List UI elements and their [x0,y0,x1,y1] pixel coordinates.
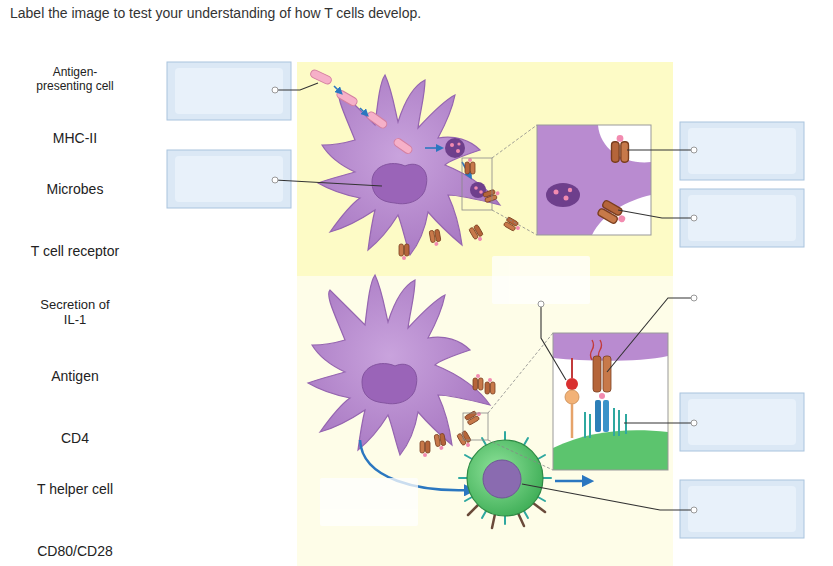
word-bank-term: MHC-II [5,130,145,146]
zoom-box [462,158,492,210]
word-bank-term: T helper cell [5,481,145,497]
zoom-box-2 [463,413,488,440]
vesicles [445,138,486,198]
antigen-presenting-cell [318,75,500,255]
t-helper-cell [459,432,551,528]
word-bank-term: CD4 [5,430,145,446]
word-bank-term: Secretion of IL-1 [32,298,118,328]
answer-boxes [167,62,804,538]
leader-lines [275,83,694,510]
mhc-molecules [399,158,522,260]
bottom-inset [553,333,668,470]
word-bank-term: Antigen-presenting cell [27,66,123,94]
leader-dots [272,87,697,513]
activation-arrow [555,480,588,483]
top-panel [297,62,673,276]
antigen-presenting-cell-2 [308,275,490,455]
zoom-lines [492,125,537,235]
word-bank-term: Antigen [5,368,145,384]
top-inset [537,125,651,235]
instruction-title: Label the image to test your understandi… [10,5,421,21]
bottom-panel [297,276,673,566]
zoom-lines-2 [488,333,553,470]
word-bank-term: T cell receptor [5,243,145,259]
uptake-arrows [334,86,470,176]
word-bank-term: Microbes [5,181,145,197]
word-bank-term: CD80/CD28 [5,543,145,559]
mhc-molecules-2 [420,374,495,457]
microbes [309,69,413,155]
